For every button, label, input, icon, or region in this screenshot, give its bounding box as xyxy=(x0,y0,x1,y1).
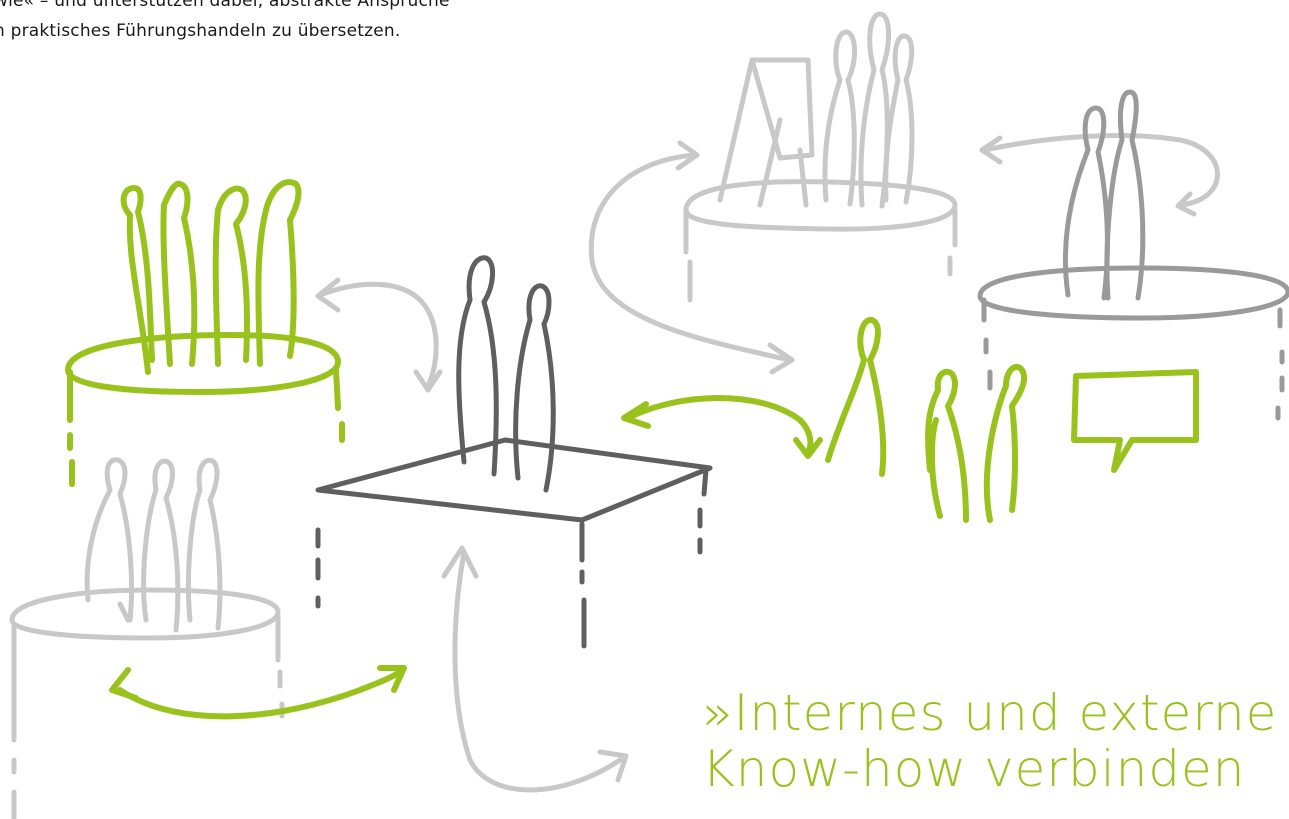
intro-line-1: wie« – und unterstützen dabei, abstrakte… xyxy=(0,0,614,16)
quote-line-1: »Internes und externe xyxy=(702,685,1277,741)
quote-line-2: Know-how verbinden xyxy=(702,741,1277,797)
intro-text-block: wie« – und unterstützen dabei, abstrakte… xyxy=(0,0,614,46)
flipchart-platform-group-icon xyxy=(686,14,955,300)
pull-quote: »Internes und externe Know-how verbinden xyxy=(702,685,1277,797)
dark-square-table-pair-icon xyxy=(318,258,710,646)
green-figures-speech-bubble-icon xyxy=(828,320,1196,520)
light-platform-group-icon xyxy=(12,460,282,818)
intro-line-2: n praktisches Führungshandeln zu überset… xyxy=(0,16,614,46)
green-platform-group-icon xyxy=(68,182,342,484)
